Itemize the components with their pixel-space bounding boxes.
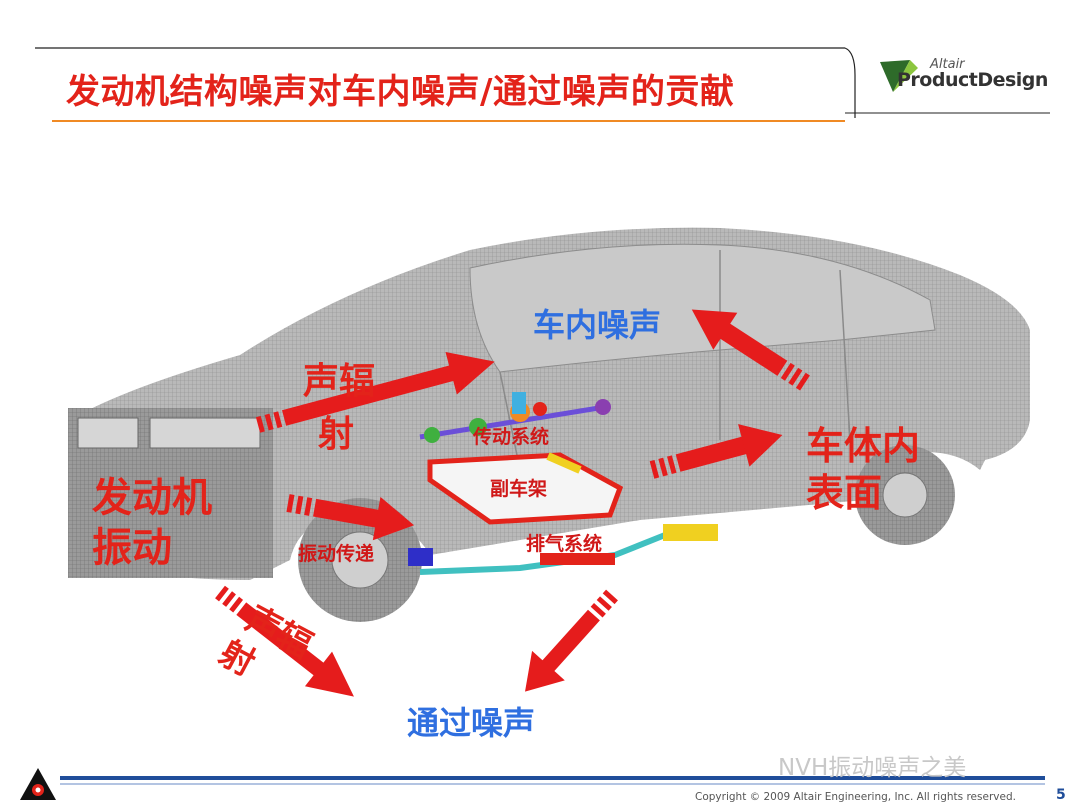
- slide-title: 发动机结构噪声对车内噪声/通过噪声的贡献: [66, 72, 735, 112]
- car-windows: [469, 243, 936, 373]
- label-radiation-top-1: 声辐: [303, 361, 376, 402]
- footer-logo-icon: [20, 768, 56, 800]
- label-engine-vibration-2: 振动: [92, 525, 172, 571]
- logo-altair-text: Altair: [930, 57, 965, 72]
- copyright-text: Copyright © 2009 Altair Engineering, Inc…: [695, 791, 1016, 803]
- footer-bar: [20, 768, 1045, 800]
- label-pass-by-noise: 通过噪声: [407, 704, 536, 742]
- label-exhaust: 排气系统: [526, 533, 603, 555]
- label-radiation-top-2: 射: [318, 414, 355, 455]
- arrow-radiation-bottom: [215, 585, 354, 697]
- arrow-to-body-surface: [649, 424, 783, 479]
- altair-logo-icon: [880, 60, 918, 92]
- label-driveline: 传动系统: [473, 426, 550, 448]
- arrow-radiation-top: [255, 351, 495, 433]
- label-body-inner-surface-1: 车体内: [806, 424, 921, 468]
- label-interior-noise: 车内噪声: [533, 306, 662, 344]
- arrow-body-to-passby: [525, 589, 618, 692]
- arrow-body-to-interior: [691, 309, 810, 391]
- label-vibration-transfer: 振动传递: [298, 543, 375, 565]
- header-lines: [35, 47, 1050, 122]
- subframe: [427, 452, 624, 525]
- watermark-text: NVH振动噪声之美: [778, 755, 967, 781]
- label-subframe: 副车架: [490, 478, 548, 500]
- page-number: 5: [1056, 787, 1066, 803]
- label-body-inner-surface-2: 表面: [806, 471, 883, 515]
- arrow-to-subframe: [286, 494, 415, 541]
- logo-productdesign-text: ProductDesign: [897, 69, 1048, 91]
- label-engine-vibration-1: 发动机: [92, 475, 212, 521]
